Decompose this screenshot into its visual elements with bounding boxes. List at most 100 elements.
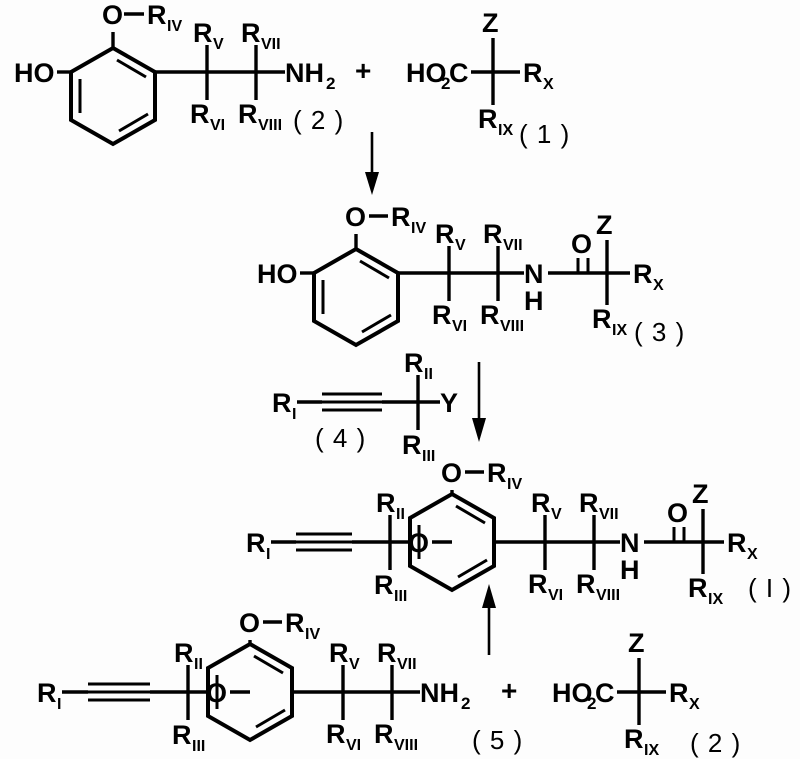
compound-label-2-top: ( 2 ) <box>293 105 344 135</box>
rgroup-r3-sub-4: III <box>422 448 435 465</box>
atom-label-ho: HO <box>14 58 55 88</box>
arrow-step-2 <box>472 362 486 442</box>
rgroup-r7-sub-3: VII <box>503 237 523 254</box>
rgroup-rx-label-p: R <box>727 528 747 558</box>
rgroup-r6-label: R <box>190 99 210 129</box>
rgroup-r8-label-p: R <box>576 569 596 599</box>
rgroup-r3-label-p: R <box>374 570 394 600</box>
rgroup-r2-sub-5: II <box>194 656 203 673</box>
rgroup-r5-label: R <box>193 18 213 48</box>
rgroup-r4-sub: IV <box>167 18 182 35</box>
rgroup-r7-sub-p: VII <box>599 506 619 523</box>
atom-label-o-5: O <box>239 608 260 638</box>
atom-label-n-3: N <box>524 259 544 289</box>
rgroup-r2-sub-4: II <box>424 366 433 383</box>
rgroup-r1-label-p: R <box>246 528 266 558</box>
rgroup-r7-label-p: R <box>579 488 599 518</box>
structure-compound-3: O R IV HO R V R VI R VII R VIII N H O Z … <box>257 202 685 348</box>
rgroup-rx-sub: X <box>543 76 554 93</box>
rgroup-r6-sub: VI <box>210 117 225 134</box>
rgroup-r9-sub-3: IX <box>612 322 627 339</box>
rgroup-r1-sub-4: I <box>292 406 296 423</box>
atom-label-o-3: O <box>345 202 366 232</box>
rgroup-r1-sub-p: I <box>266 546 270 563</box>
rgroup-r5-sub-3: V <box>455 237 466 254</box>
structure-compound-1-top: HO 2 C Z R X R IX ( 1 ) <box>406 8 569 149</box>
rgroup-rx-label-b: R <box>669 678 689 708</box>
rgroup-rx-sub-p: X <box>747 546 758 563</box>
rgroup-r3-sub-p: III <box>394 588 407 605</box>
rgroup-r7-label-3: R <box>483 219 503 249</box>
rgroup-rx-sub-3: X <box>653 277 664 294</box>
arrow-step-3 <box>482 584 496 655</box>
rgroup-r2-label-p: R <box>376 488 396 518</box>
structure-compound-2-bottom: HO 2 C Z R X R IX ( 2 ) <box>552 628 741 759</box>
rgroup-r3-label-5: R <box>172 720 192 750</box>
structure-product-I: R I R II R III O O R IV R V R VI R VII R <box>246 458 791 608</box>
atom-label-ho2c-tail-b: C <box>595 678 615 708</box>
atom-label-n-p: N <box>620 528 640 558</box>
atom-label-o: O <box>102 0 123 30</box>
rgroup-r8-label-5: R <box>374 719 394 749</box>
rgroup-r5-sub-p: V <box>551 506 562 523</box>
compound-label-5: ( 5 ) <box>472 725 523 755</box>
ring-inner-bond-2 <box>118 112 149 133</box>
rgroup-r5-label-5: R <box>329 638 349 668</box>
rgroup-r1-sub-5: I <box>57 696 61 713</box>
rgroup-r9-label: R <box>478 104 498 134</box>
benzene-ring-3 <box>312 246 400 348</box>
atom-label-ho2c: HO <box>406 58 447 88</box>
ring-inner-bond-pa <box>455 504 486 525</box>
rgroup-r6-label-5: R <box>326 719 346 749</box>
structure-compound-5: R I R II R III O O R IV R V R VI R VII R <box>37 608 523 755</box>
rgroup-r1-label-5: R <box>37 678 57 708</box>
rgroup-r9-label-b: R <box>624 724 644 754</box>
ring-inner-bond-5b <box>255 708 286 729</box>
atom-label-y-4: Y <box>440 388 458 418</box>
rgroup-r8-sub-3: VIII <box>500 318 524 335</box>
ring-inner-bond-5a <box>253 654 284 675</box>
atom-label-carbonyl-o-p: O <box>667 498 688 528</box>
rgroup-rx-label: R <box>523 58 543 88</box>
compound-label-4: ( 4 ) <box>315 423 366 453</box>
rgroup-r4-sub-5: IV <box>305 626 320 643</box>
compound-label-3: ( 3 ) <box>634 317 685 347</box>
structure-compound-2-top: O R IV HO R V R VI R VII R VIII NH 2 ( 2… <box>14 0 344 147</box>
ring-inner-bond-pb <box>457 558 488 579</box>
atom-label-nh2-sub: 2 <box>326 74 335 93</box>
rgroup-r8-label-3: R <box>480 300 500 330</box>
rgroup-r2-sub-p: II <box>396 506 405 523</box>
atom-label-carbonyl-o-3: O <box>571 229 592 259</box>
rgroup-r9-sub-p: IX <box>708 591 723 608</box>
rgroup-rx-sub-b: X <box>689 696 700 713</box>
operator-plus-row1: + <box>355 55 371 86</box>
atom-label-ho-3: HO <box>257 259 298 289</box>
rgroup-r3-sub-5: III <box>192 738 205 755</box>
atom-label-ho2c-b: HO <box>552 678 593 708</box>
rgroup-r8-sub: VIII <box>258 117 282 134</box>
rgroup-r4-label-3: R <box>391 202 411 232</box>
rgroup-r9-label-3: R <box>592 304 612 334</box>
ring-inner-bond-3b <box>361 313 392 334</box>
rgroup-r9-sub: IX <box>498 122 513 139</box>
rgroup-r2-label-5: R <box>174 638 194 668</box>
rgroup-r9-label-p: R <box>688 573 708 603</box>
atom-label-z-b: Z <box>628 628 645 658</box>
compound-label-2-bottom: ( 2 ) <box>690 728 741 758</box>
ring-inner-bond-3a <box>359 259 390 280</box>
arrow-step-2-head <box>472 418 486 442</box>
rgroup-r4-label-p: R <box>487 458 507 488</box>
rgroup-r6-label-3: R <box>432 300 452 330</box>
atom-label-nh2-sub-5: 2 <box>461 694 470 713</box>
arrow-step-1 <box>365 132 379 195</box>
rgroup-r4-sub-p: IV <box>507 476 522 493</box>
atom-label-nh2-5: NH <box>420 678 459 708</box>
atom-label-ho2c-sub: 2 <box>441 74 450 93</box>
rgroup-r6-sub-3: VI <box>452 318 467 335</box>
rgroup-r8-label: R <box>238 99 258 129</box>
rgroup-r7-label-5: R <box>377 638 397 668</box>
atom-label-z: Z <box>482 8 499 38</box>
rgroup-r6-label-p: R <box>528 569 548 599</box>
rgroup-r5-sub: V <box>213 36 224 53</box>
